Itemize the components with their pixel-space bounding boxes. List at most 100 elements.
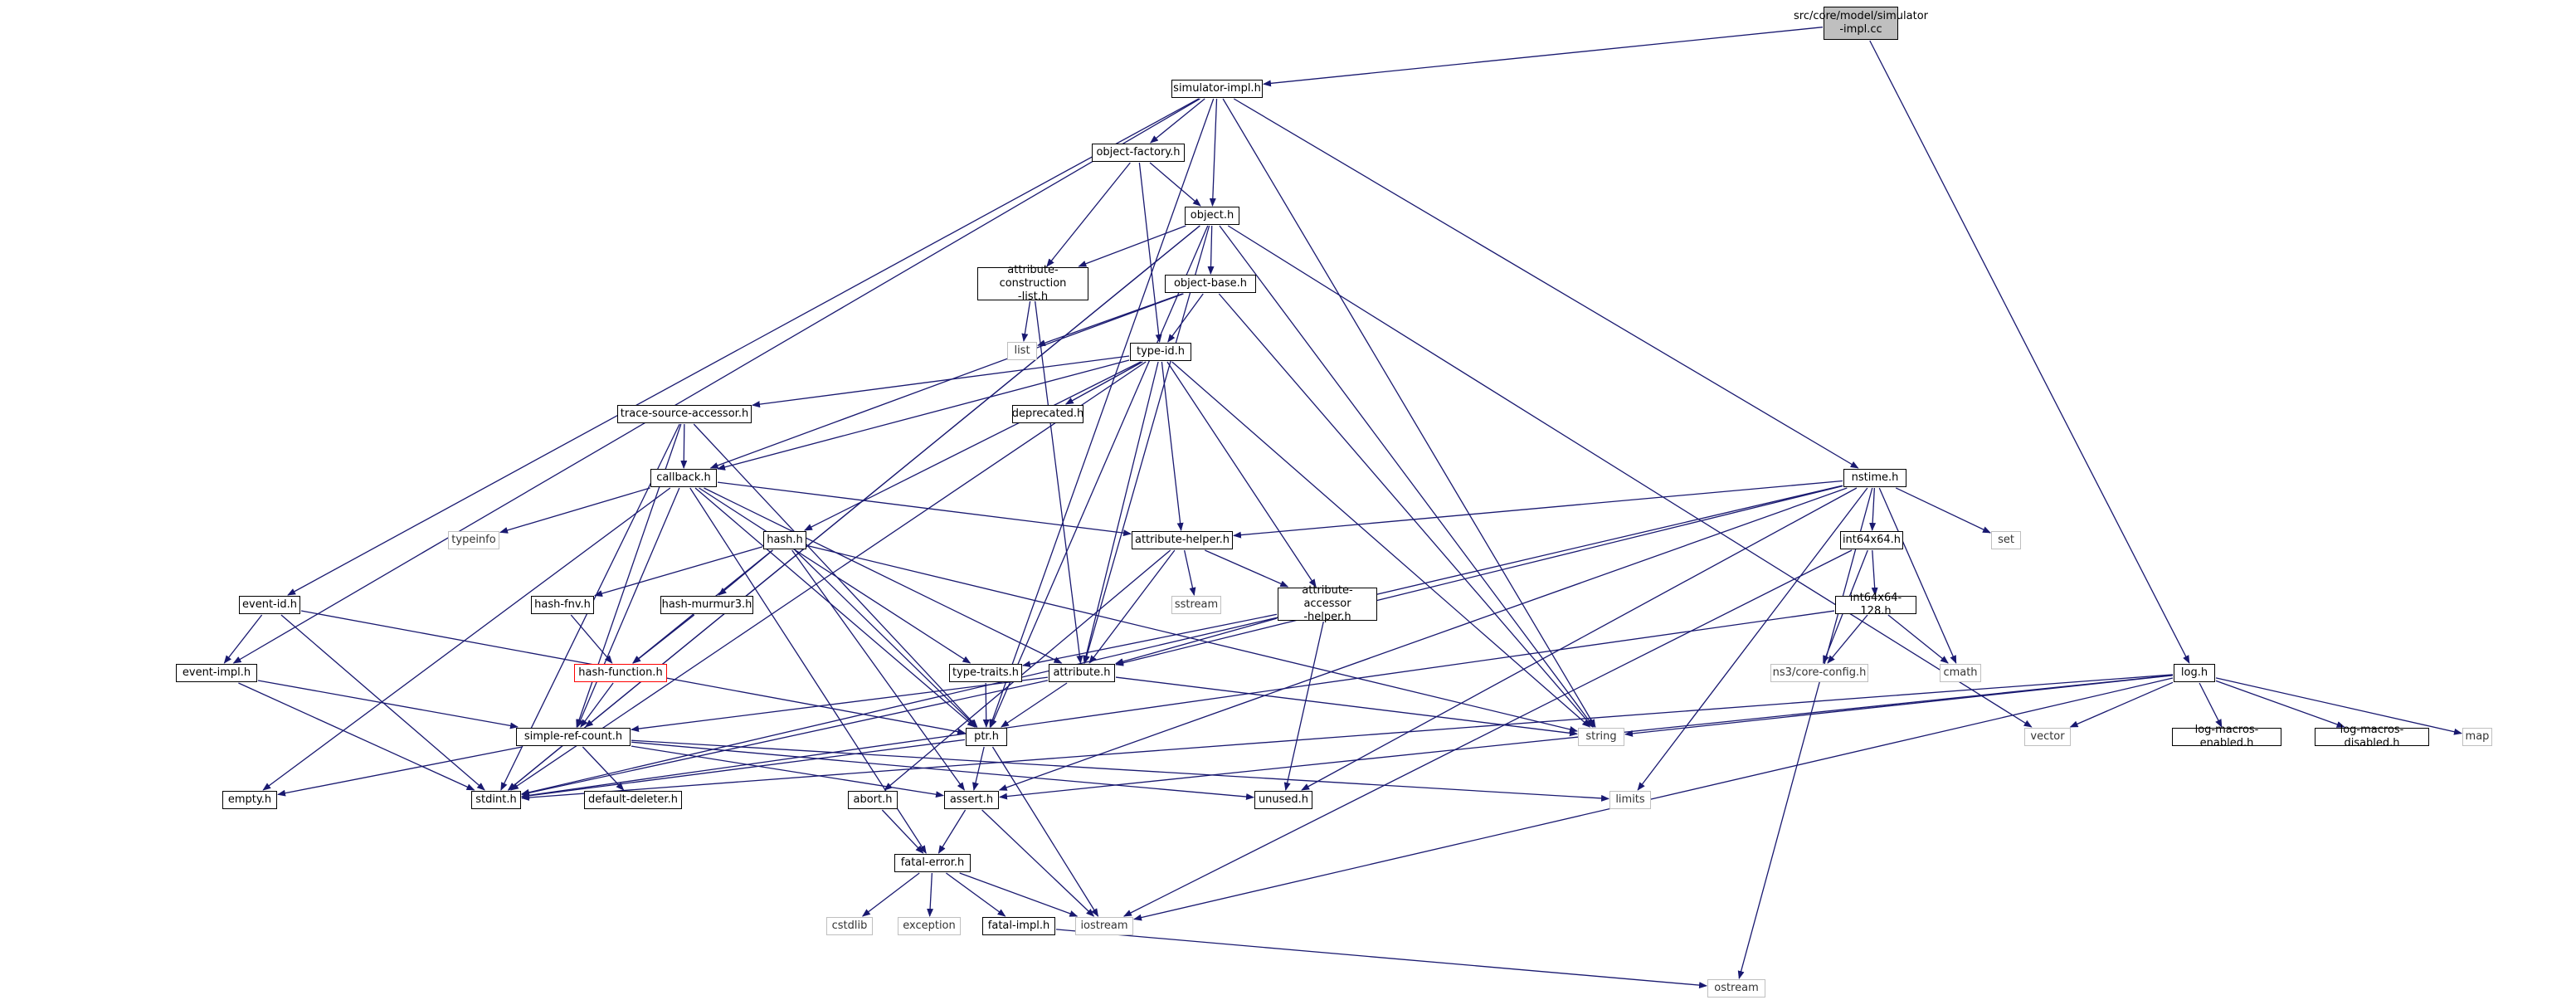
- edge-fatal_impl-to-ostream: [1055, 929, 1707, 989]
- edge-simulator_impl-to-event_impl: [232, 98, 1200, 664]
- node-map: map: [2462, 728, 2492, 746]
- node-nstime[interactable]: nstime.h: [1843, 469, 1906, 487]
- edge-ptr-to-assert: [972, 746, 985, 791]
- node-typeinfo: typeinfo: [448, 531, 499, 549]
- node-event-id[interactable]: event-id.h: [239, 596, 300, 614]
- edge-attribute-to-ptr: [1001, 682, 1068, 728]
- edge-int64x64-to-iostream: [1122, 549, 1853, 917]
- node-cmath: cmath: [1940, 664, 1981, 682]
- edge-log-to-log_macros_enabled: [2199, 682, 2223, 728]
- node-attribute-accessor-helper[interactable]: attribute-accessor -helper.h: [1278, 584, 1377, 623]
- node-type-id[interactable]: type-id.h: [1130, 343, 1191, 361]
- edge-object_base-to-callback: [709, 293, 1184, 469]
- edge-simulator_impl-to-ptr: [989, 98, 1215, 728]
- node-fatal-impl[interactable]: fatal-impl.h: [982, 917, 1055, 935]
- node-fatal-error[interactable]: fatal-error.h: [894, 854, 971, 872]
- node-object[interactable]: object.h: [1185, 207, 1239, 225]
- edge-fatal_error-to-iostream: [959, 872, 1079, 917]
- edge-nstime-to-cmath: [1878, 487, 1957, 664]
- node-unused[interactable]: unused.h: [1254, 791, 1312, 809]
- edge-object_factory-to-attr_construction: [1046, 162, 1131, 267]
- edge-simulator_impl-to-object_factory: [1150, 98, 1205, 144]
- node-log-macros-enabled[interactable]: log-macros-enabled.h: [2172, 724, 2281, 749]
- node-hash[interactable]: hash.h: [763, 531, 806, 549]
- node-ns3-core-config: ns3/core-config.h: [1770, 664, 1868, 682]
- edge-nstime-to-attribute_helper: [1233, 480, 1843, 539]
- edge-log-to-map: [2215, 677, 2462, 735]
- edge-callback-to-type_traits: [699, 487, 971, 664]
- node-hash-murmur3[interactable]: hash-murmur3.h: [660, 596, 753, 614]
- edge-type_id-to-trace_source: [752, 355, 1130, 408]
- edge-log-to-log_macros_disabled: [2215, 680, 2345, 728]
- node-stdint[interactable]: stdint.h: [471, 791, 521, 809]
- node-empty[interactable]: empty.h: [222, 791, 277, 809]
- edge-type_id-to-string: [1171, 361, 1591, 728]
- edge-hash-to-ptr: [794, 549, 977, 728]
- edge-type_id-to-callback: [717, 359, 1130, 471]
- edge-assert-to-fatal_error: [937, 809, 967, 854]
- node-attribute-helper[interactable]: attribute-helper.h: [1132, 531, 1233, 549]
- node-simple-ref-count[interactable]: simple-ref-count.h: [516, 728, 631, 746]
- edge-callback-to-typeinfo: [499, 487, 650, 534]
- edge-root-to-simulator_impl: [1263, 27, 1824, 87]
- edge-attribute_helper-to-attribute_accessor_helper: [1205, 549, 1289, 588]
- edge-attribute_helper-to-attribute: [1088, 549, 1176, 664]
- edge-nstime-to-stdint: [521, 485, 1843, 796]
- node-assert[interactable]: assert.h: [944, 791, 999, 809]
- edge-hash_murmur3-to-hash_function: [632, 614, 695, 664]
- edge-object_base-to-string: [1218, 293, 1594, 728]
- edge-hash-to-hash_fnv: [594, 546, 763, 597]
- edge-event_impl-to-simple_ref_count: [257, 680, 519, 729]
- edge-simulator_impl-to-string: [1222, 98, 1596, 728]
- node-log-macros-disabled[interactable]: log-macros-disabled.h: [2315, 724, 2429, 749]
- edge-attr_construction-to-list: [1021, 300, 1031, 342]
- edge-type_id-to-stdint: [509, 361, 1147, 791]
- edge-nstime-to-ostream: [1737, 487, 1873, 979]
- edge-simple_ref_count-to-empty: [277, 746, 523, 797]
- node-ptr[interactable]: ptr.h: [966, 728, 1007, 746]
- edge-object_factory-to-object: [1149, 162, 1201, 207]
- edge-type_id-to-attribute_accessor_helper: [1166, 361, 1317, 588]
- node-hash-fnv[interactable]: hash-fnv.h: [531, 596, 594, 614]
- edge-fatal_error-to-fatal_impl: [946, 872, 1006, 917]
- edge-nstime-to-set: [1896, 487, 1991, 534]
- edge-simple_ref_count-to-limits: [631, 739, 1609, 802]
- edge-ptr-to-iostream: [991, 746, 1099, 917]
- node-object-factory[interactable]: object-factory.h: [1092, 144, 1185, 162]
- edge-attribute_accessor_helper-to-unused: [1283, 621, 1324, 791]
- edge-object_base-to-type_id: [1167, 293, 1204, 343]
- node-trace-source[interactable]: trace-source-accessor.h: [617, 405, 752, 423]
- edge-object-to-stdint: [507, 225, 1200, 791]
- edge-object-to-attribute: [1083, 225, 1210, 664]
- edge-nstime-to-limits: [1637, 487, 1868, 791]
- edge-simple_ref_count-to-default_deleter: [582, 746, 625, 791]
- node-callback[interactable]: callback.h: [650, 469, 717, 487]
- node-default-deleter[interactable]: default-deleter.h: [584, 791, 682, 809]
- node-log[interactable]: log.h: [2174, 664, 2215, 682]
- node-abort[interactable]: abort.h: [848, 791, 898, 809]
- edge-nstime-to-assert: [998, 487, 1848, 791]
- edge-attr_construction-to-attribute: [1034, 300, 1083, 664]
- node-int64x64-128[interactable]: int64x64-128.h: [1835, 592, 1916, 617]
- node-event-impl[interactable]: event-impl.h: [176, 664, 257, 682]
- node-root[interactable]: src/core/model/simulator -impl.cc: [1794, 7, 1928, 40]
- node-list: list: [1007, 342, 1037, 360]
- edge-ptr-to-stdint: [521, 739, 966, 799]
- edge-nstime-to-int64x64: [1869, 487, 1877, 531]
- edge-callback-to-empty: [262, 487, 671, 791]
- node-int64x64[interactable]: int64x64.h: [1840, 531, 1903, 549]
- node-deprecated[interactable]: deprecated.h: [1012, 405, 1083, 423]
- edge-simple_ref_count-to-assert: [631, 745, 944, 798]
- node-attribute[interactable]: attribute.h: [1049, 664, 1115, 682]
- node-ostream: ostream: [1707, 979, 1765, 998]
- node-simulator-impl[interactable]: simulator-impl.h: [1171, 80, 1263, 98]
- node-iostream: iostream: [1075, 917, 1133, 935]
- node-attr-construction[interactable]: attribute-construction -list.h: [977, 264, 1088, 303]
- edge-object-to-ptr: [990, 225, 1209, 728]
- edge-log-to-iostream: [1133, 677, 2174, 921]
- node-type-traits[interactable]: type-traits.h: [949, 664, 1022, 682]
- node-hash-function[interactable]: hash-function.h: [574, 664, 667, 682]
- node-object-base[interactable]: object-base.h: [1165, 275, 1256, 293]
